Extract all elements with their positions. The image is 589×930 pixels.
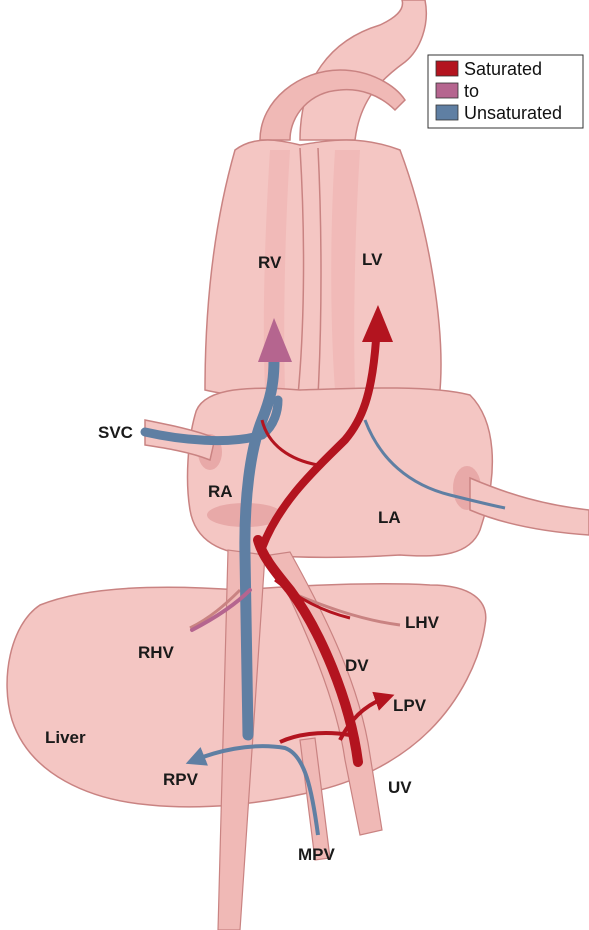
pulmonary-vein-vessel (470, 478, 589, 535)
label-lv: LV (362, 250, 383, 269)
aortic-arch (300, 0, 426, 140)
label-lhv: LHV (405, 613, 440, 632)
legend-swatch-mixed (436, 83, 458, 98)
label-ra: RA (208, 482, 233, 501)
label-rv: RV (258, 253, 282, 272)
label-dv: DV (345, 656, 369, 675)
legend-label-to: to (464, 81, 479, 101)
label-rpv: RPV (163, 770, 199, 789)
legend-swatch-saturated (436, 61, 458, 76)
label-mpv: MPV (298, 845, 336, 864)
legend: Saturated to Unsaturated (428, 55, 583, 128)
label-uv: UV (388, 778, 412, 797)
label-svc: SVC (98, 423, 133, 442)
legend-swatch-unsaturated (436, 105, 458, 120)
label-liver: Liver (45, 728, 86, 747)
legend-label-saturated: Saturated (464, 59, 542, 79)
legend-label-unsaturated: Unsaturated (464, 103, 562, 123)
heart-atria (188, 388, 493, 557)
label-lpv: LPV (393, 696, 427, 715)
label-rhv: RHV (138, 643, 175, 662)
heart-ventricles (205, 140, 441, 398)
label-la: LA (378, 508, 401, 527)
